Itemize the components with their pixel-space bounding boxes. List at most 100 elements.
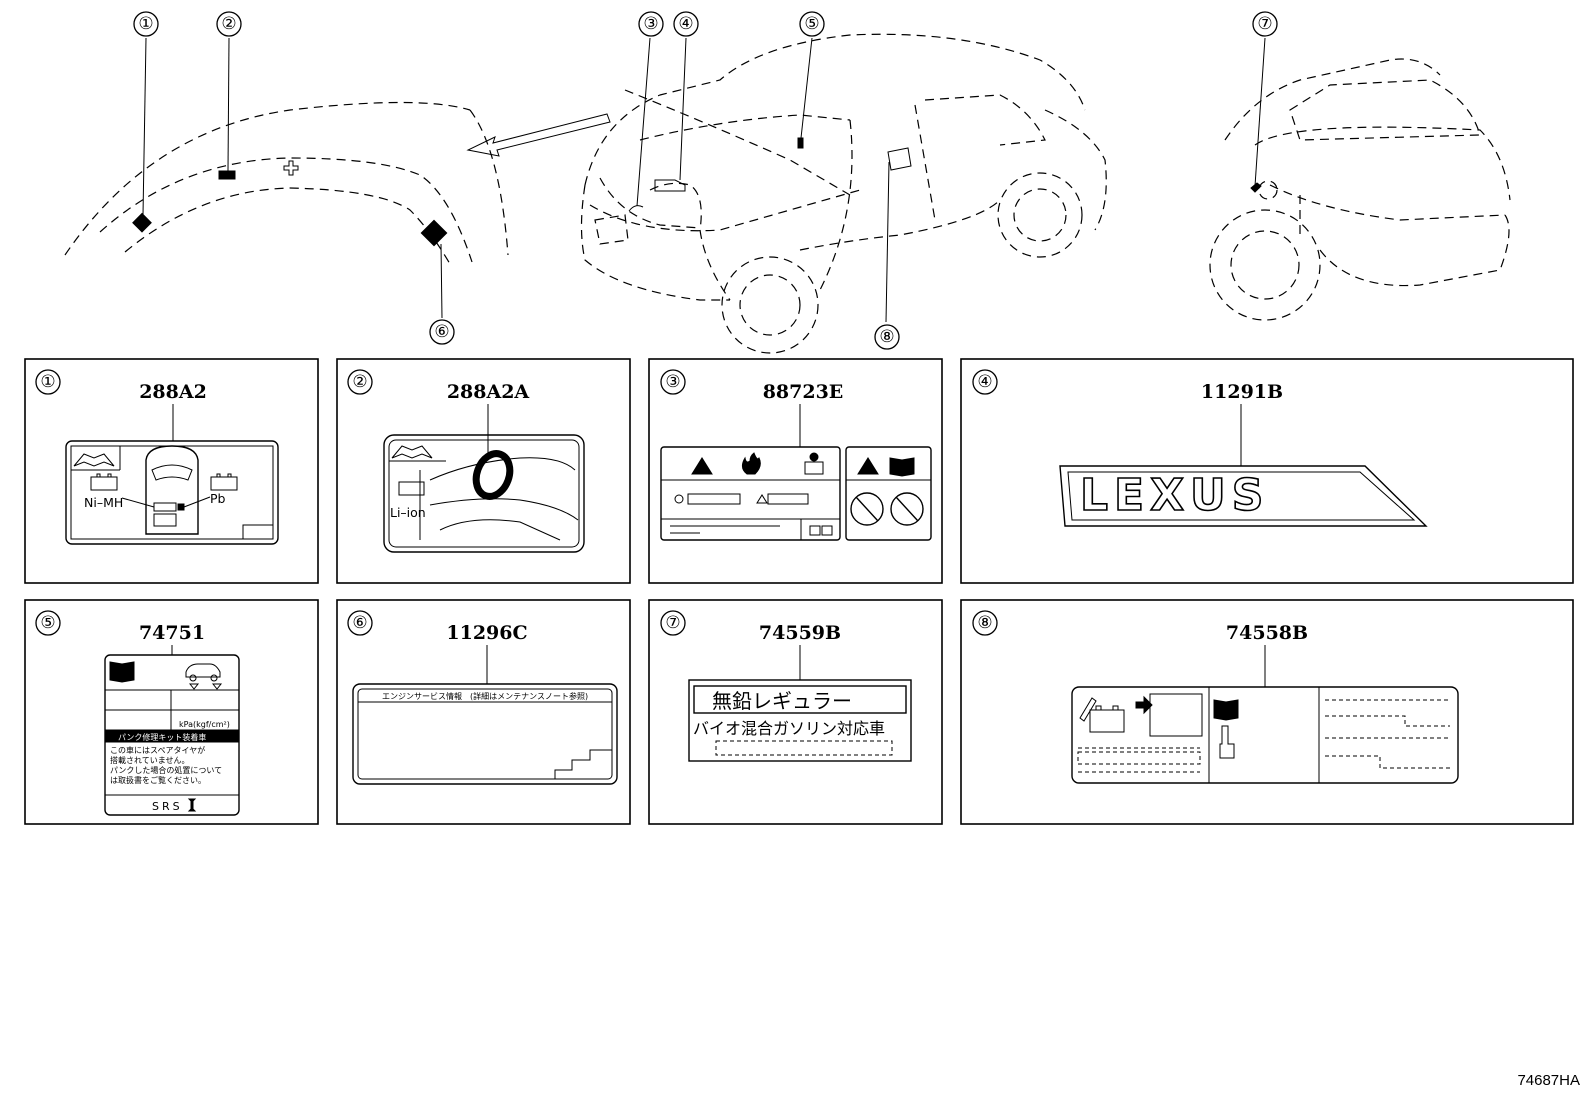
fuel-type-text: 無鉛レギュラー [712,689,852,713]
part-number: 74559B [759,622,841,644]
callout-2: ② [216,11,242,37]
svg-text:⑤: ⑤ [40,613,55,633]
battery-icon [398,481,425,496]
sun-icon [674,494,684,504]
manual-info-icon [889,457,915,477]
location-ring [472,450,514,500]
jumper-cable-icon [1079,697,1097,722]
mirror-mount-icon [283,160,299,176]
callout-6: ⑥ [429,319,455,345]
panel-288A2A: ② 288A2A Li–ion [336,358,631,584]
svg-text:⑥: ⑥ [434,322,449,342]
manual-icon [73,453,115,467]
svg-text:⑥: ⑥ [352,613,367,633]
label-marker-5 [797,137,804,149]
svg-text:③: ③ [643,14,658,34]
label-outline [65,440,279,545]
warning-icon [857,457,879,475]
flame-icon [741,452,761,475]
svg-text:①: ① [138,14,153,34]
battery-icon [210,476,238,491]
label-marker-8 [887,147,912,171]
svg-text:④: ④ [678,14,693,34]
service-header: エンジンサービス情報 [382,691,462,701]
callout-7: ⑦ [1252,11,1278,37]
brand-emblem: LEXUS [1080,470,1269,521]
panel-11291B: ④ 11291B LEXUS [960,358,1574,584]
note-line-3: パンクした場合の処置について [110,765,222,775]
diagram-code: 74687HA [1517,1072,1580,1089]
label-outline [1071,686,1459,784]
arrow-right-icon [1135,695,1153,715]
label-marker-4 [654,179,686,192]
part-number: 11291B [1201,381,1283,403]
battery-type-left: Ni–MH [84,495,123,510]
callout-4: ④ [673,11,699,37]
panel-288A2: ① 288A2 Ni–MH Pb [24,358,319,584]
svg-text:⑦: ⑦ [665,613,680,633]
service-header-sub: (詳細はメンテナンスノート参照) [470,691,588,701]
part-number: 74558B [1226,622,1308,644]
battery-type: Li–ion [390,505,426,520]
repair-kit-banner-text: パンク修理キット装着車 [118,732,206,742]
svg-text:⑦: ⑦ [1257,14,1272,34]
panel-74751: ⑤ 74751 kPa(kgf/cm²) パンク修理キット装着車 この車にはスペ… [24,599,319,825]
biofuel-text: バイオ混合ガソリン対応車 [693,719,885,738]
no-touch-icon [890,492,924,526]
hand-icon [756,494,768,504]
callout-3: ③ [638,11,664,37]
callout-leaders [142,37,1266,323]
pressure-unit: kPa(kgf/cm²) [179,720,230,729]
label-marker-6 [420,219,448,247]
car-top-view-icon [145,445,199,535]
part-number: 288A2A [447,381,530,403]
part-number: 74751 [139,622,205,644]
front-car-illustration [580,33,1107,354]
warning-icon [691,457,713,475]
note-line-2: 搭載されていません。 [110,755,190,765]
battery-icon [90,476,118,491]
label-outline [383,434,585,553]
battery-type-right: Pb [210,491,226,506]
windshield-illustration [64,101,509,265]
note-line-1: この車にはスペアタイヤが [110,745,205,755]
panel-11296C: ⑥ 11296C エンジンサービス情報 (詳細はメンテナンスノート参照) [336,599,631,825]
person-icon [804,461,824,475]
svg-text:③: ③ [665,372,680,392]
svg-text:②: ② [352,372,367,392]
callout-8: ⑧ [874,324,900,350]
car-side-icon [185,663,221,678]
repair-kit-banner [104,729,240,743]
label-marker-3 [628,205,644,212]
label-outline [352,683,618,785]
panel-74559B: ⑦ 74559B 無鉛レギュラー バイオ混合ガソリン対応車 [648,599,943,825]
manual-info-icon [1213,699,1239,721]
label-outline [688,679,912,762]
svg-text:①: ① [40,372,55,392]
airbag-icon [187,798,197,812]
callout-1: ① [133,11,159,37]
svg-text:⑧: ⑧ [879,327,894,347]
part-number: 88723E [763,381,844,403]
view-arrow-icon [466,113,611,157]
label-marker-2 [218,170,236,180]
manual-icon [391,445,433,459]
no-spark-icon [850,492,884,526]
note-line-4: は取扱書をご覧ください。 [110,775,206,785]
label-marker-7 [1250,182,1262,193]
part-number: 11296C [446,622,527,644]
rear-car-illustration [1209,58,1511,321]
srs-text: SRS [152,800,183,813]
svg-text:④: ④ [977,372,992,392]
svg-text:⑧: ⑧ [977,613,992,633]
label-marker-1 [132,212,152,233]
manual-info-icon [109,661,135,683]
callout-5: ⑤ [799,11,825,37]
svg-text:⑤: ⑤ [804,14,819,34]
hand-icon [1219,725,1235,759]
panel-88723E: ③ 88723E [648,358,943,584]
emblem-plate [1059,465,1428,527]
label-outline [660,446,841,541]
panel-74558B: ⑧ 74558B [960,599,1574,825]
